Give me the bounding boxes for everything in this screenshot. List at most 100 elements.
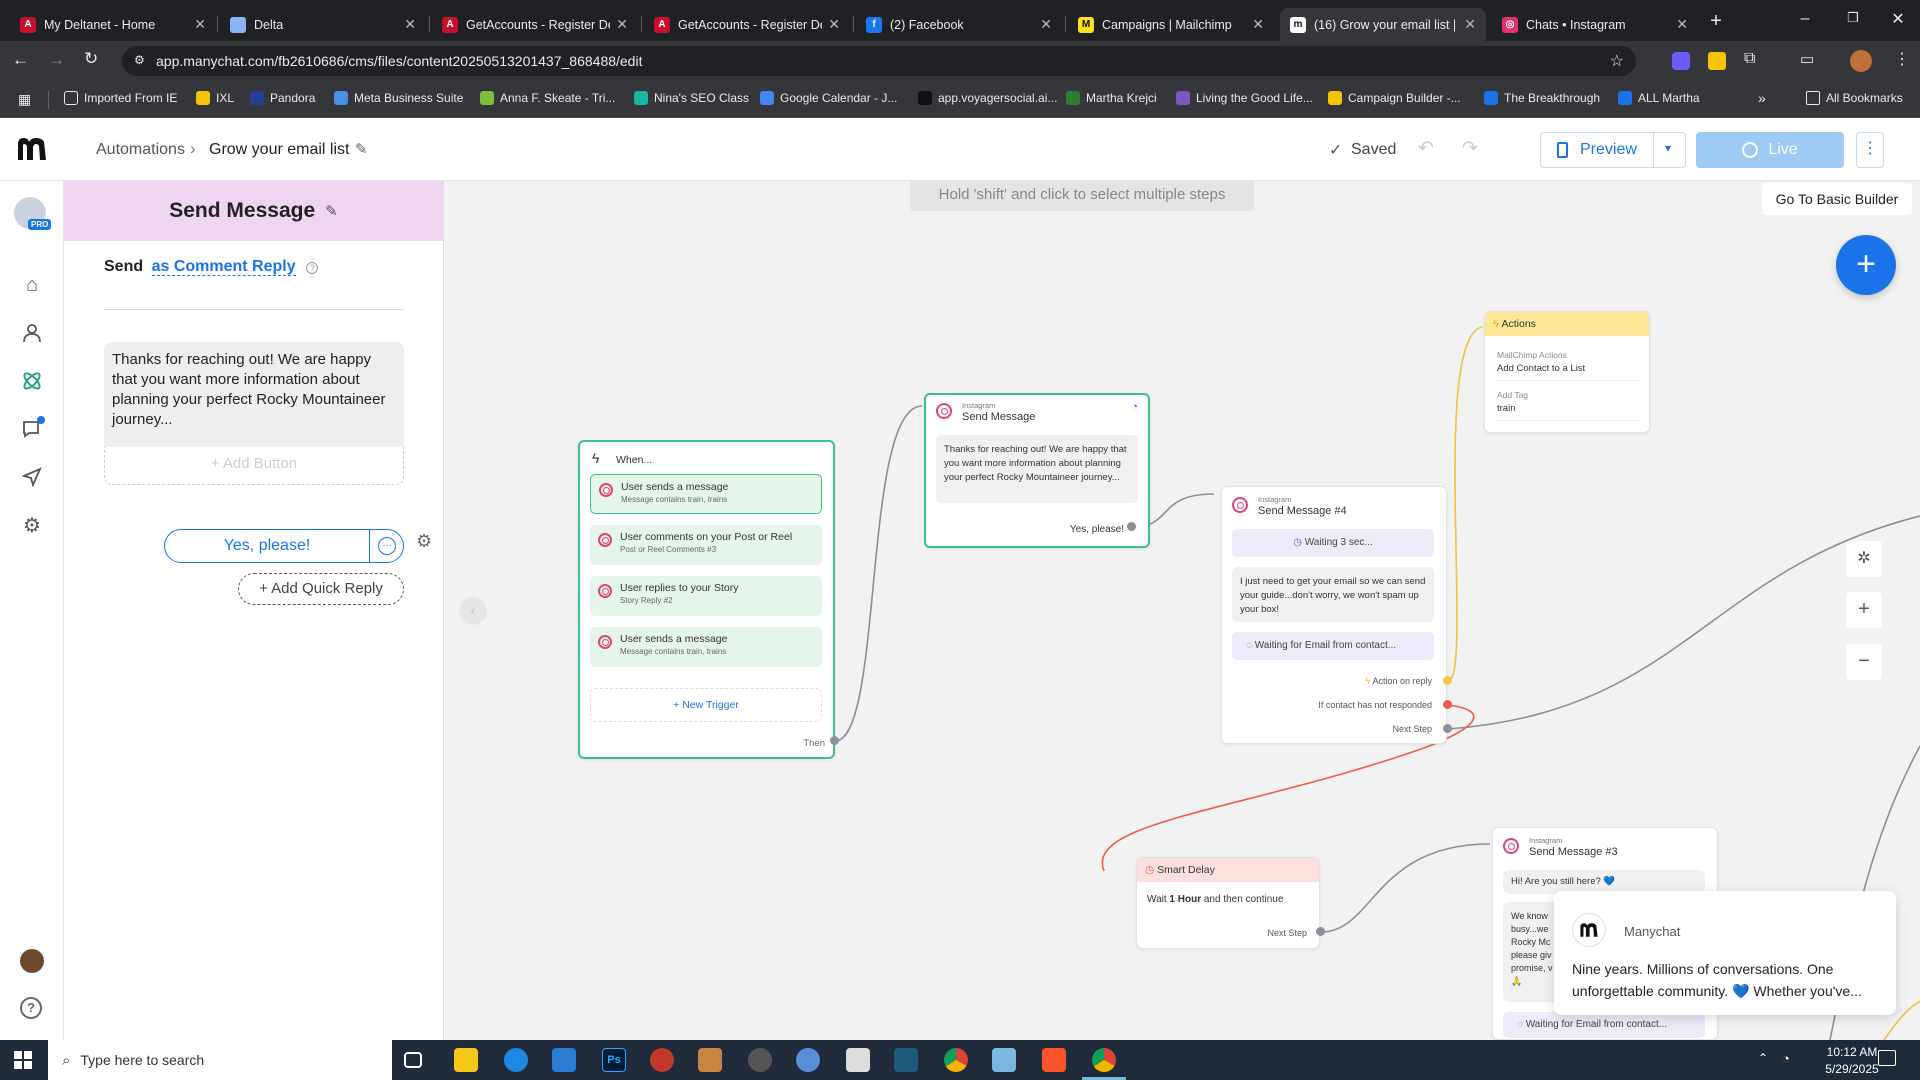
smart-delay-node[interactable]: ◷ Smart Delay Wait 1 Hour and then conti… bbox=[1136, 857, 1320, 949]
tab-close-icon[interactable]: ✕ bbox=[828, 16, 840, 32]
app-icon[interactable] bbox=[846, 1048, 870, 1072]
notification-toast[interactable]: Manychat Nine years. Millions of convers… bbox=[1554, 891, 1896, 1015]
more-bookmarks-icon[interactable]: » bbox=[1758, 90, 1766, 106]
chat-bubble-icon[interactable]: ⋯ bbox=[378, 537, 396, 555]
home-icon[interactable]: ⌂ bbox=[25, 273, 39, 296]
windows-start-icon[interactable] bbox=[14, 1051, 32, 1069]
edit-pencil-icon[interactable]: ✎ bbox=[355, 141, 368, 158]
site-info-icon[interactable]: ⚙ bbox=[134, 53, 145, 67]
actions-node[interactable]: ϟ Actions MailChimp Actions Add Contact … bbox=[1484, 311, 1650, 433]
edge-icon[interactable] bbox=[504, 1048, 528, 1072]
bookmark-item[interactable]: Nina's SEO Class bbox=[634, 91, 749, 105]
browser-tab[interactable]: f(2) Facebook✕ bbox=[856, 8, 1062, 41]
tab-close-icon[interactable]: ✕ bbox=[194, 16, 206, 32]
contacts-icon[interactable] bbox=[20, 321, 44, 345]
browser-tab[interactable]: m(16) Grow your email list |✕ bbox=[1280, 8, 1486, 41]
bookmark-item[interactable]: Meta Business Suite bbox=[334, 91, 463, 105]
edit-pencil-icon[interactable]: ✎ bbox=[325, 203, 338, 220]
message-text-block[interactable]: Thanks for reaching out! We are happy th… bbox=[104, 342, 404, 447]
extension-icon[interactable] bbox=[1708, 52, 1726, 70]
close-window-button[interactable]: ✕ bbox=[1891, 11, 1905, 28]
app-icon[interactable] bbox=[698, 1048, 722, 1072]
then-port[interactable] bbox=[830, 736, 839, 745]
browser-tab[interactable]: Delta✕ bbox=[220, 8, 426, 41]
reload-icon[interactable]: ↻ bbox=[84, 49, 99, 68]
undo-icon[interactable]: ↶ bbox=[1418, 138, 1434, 159]
back-arrow-icon[interactable]: ← bbox=[12, 50, 29, 69]
file-explorer-icon[interactable] bbox=[454, 1048, 478, 1072]
preview-button[interactable]: Preview ▾ bbox=[1540, 132, 1686, 168]
flow-canvas[interactable]: Hold 'shift' and click to select multipl… bbox=[444, 181, 1920, 1040]
tab-close-icon[interactable]: ✕ bbox=[1676, 16, 1688, 32]
tray-chevron-icon[interactable]: ⌃ bbox=[1758, 1051, 1769, 1065]
send-mode-link[interactable]: as Comment Reply bbox=[151, 258, 296, 276]
add-button-slot[interactable]: + Add Button bbox=[104, 447, 404, 485]
action-on-reply-port[interactable] bbox=[1443, 676, 1452, 685]
bookmark-item[interactable]: Campaign Builder -... bbox=[1328, 91, 1461, 105]
forward-arrow-icon[interactable]: → bbox=[48, 50, 65, 69]
chevron-down-icon[interactable]: ▾ bbox=[1665, 141, 1672, 155]
tab-close-icon[interactable]: ✕ bbox=[616, 16, 628, 32]
clock-time[interactable]: 10:12 AM bbox=[1826, 1045, 1878, 1059]
go-live-button[interactable]: Live bbox=[1696, 132, 1844, 168]
photoshop-icon[interactable]: Ps bbox=[602, 1048, 626, 1072]
new-tab-button[interactable]: + bbox=[1710, 10, 1722, 32]
chrome-icon[interactable] bbox=[944, 1048, 968, 1072]
side-panel-icon[interactable]: ▭ bbox=[1800, 51, 1815, 68]
bookmark-item[interactable]: Pandora bbox=[250, 91, 315, 105]
help-icon[interactable]: ? bbox=[20, 997, 42, 1019]
next-step-port[interactable] bbox=[1443, 724, 1452, 733]
collapse-panel-button[interactable]: ‹ bbox=[459, 597, 487, 625]
yes-please-port[interactable] bbox=[1127, 522, 1136, 531]
add-step-button[interactable]: + bbox=[1836, 235, 1896, 295]
broadcast-send-icon[interactable] bbox=[20, 465, 44, 489]
bookmark-item[interactable]: Martha Krejci bbox=[1066, 91, 1157, 105]
task-view-icon[interactable] bbox=[404, 1052, 422, 1068]
tab-close-icon[interactable]: ✕ bbox=[404, 16, 416, 32]
not-responded-port[interactable] bbox=[1443, 700, 1452, 709]
yes-please-button-label[interactable]: Yes, please! bbox=[1069, 524, 1124, 535]
breadcrumb-automations[interactable]: Automations bbox=[96, 141, 185, 158]
extensions-puzzle-icon[interactable]: ⧉ bbox=[1744, 50, 1756, 67]
bookmark-item[interactable]: Living the Good Life... bbox=[1176, 91, 1313, 105]
add-quick-reply-button[interactable]: + Add Quick Reply bbox=[238, 573, 404, 605]
send-message-node[interactable]: Instagram Send Message ◔ Thanks for reac… bbox=[924, 393, 1150, 548]
network-icon[interactable]: ◔ bbox=[1782, 1051, 1790, 1066]
manychat-logo[interactable] bbox=[16, 136, 48, 162]
app-icon[interactable] bbox=[796, 1048, 820, 1072]
settings-gear-icon[interactable]: ⚙ bbox=[23, 514, 41, 537]
bookmark-item[interactable]: Google Calendar - J... bbox=[760, 91, 897, 105]
minimize-button[interactable]: – bbox=[1800, 10, 1810, 27]
app-icon[interactable] bbox=[894, 1048, 918, 1072]
quick-reply-settings-icon[interactable]: ⚙ bbox=[416, 531, 433, 551]
bookmark-item[interactable]: ALL Martha bbox=[1618, 91, 1700, 105]
zoom-out-button[interactable]: − bbox=[1846, 644, 1882, 680]
tab-close-icon[interactable]: ✕ bbox=[1464, 16, 1476, 32]
bookmark-item[interactable]: IXL bbox=[196, 91, 234, 105]
app-icon[interactable] bbox=[992, 1048, 1016, 1072]
delay-next-port[interactable] bbox=[1316, 927, 1325, 936]
auto-arrange-icon[interactable]: ✲ bbox=[1846, 541, 1882, 577]
tab-close-icon[interactable]: ✕ bbox=[1040, 16, 1052, 32]
quick-reply-chip[interactable]: Yes, please! ⋯ bbox=[164, 529, 404, 563]
brave-icon[interactable] bbox=[1042, 1048, 1066, 1072]
more-menu-button[interactable]: ⋮ bbox=[1856, 132, 1884, 168]
bookmark-star-icon[interactable]: ☆ bbox=[1609, 53, 1624, 70]
mail-icon[interactable] bbox=[552, 1048, 576, 1072]
app-icon[interactable] bbox=[650, 1048, 674, 1072]
bookmark-item[interactable]: The Breakthrough bbox=[1484, 91, 1600, 105]
send-message-4-node[interactable]: Instagram Send Message #4 ◷ Waiting 3 se… bbox=[1221, 486, 1447, 744]
address-bar[interactable]: ⚙ app.manychat.com/fb2610686/cms/files/c… bbox=[122, 46, 1636, 76]
app-icon[interactable] bbox=[748, 1048, 772, 1072]
clock-date[interactable]: 5/29/2025 bbox=[1825, 1062, 1879, 1076]
extension-icon[interactable] bbox=[1672, 52, 1690, 70]
apps-grid-icon[interactable]: ▦ bbox=[18, 91, 32, 107]
tab-close-icon[interactable]: ✕ bbox=[1252, 16, 1264, 32]
